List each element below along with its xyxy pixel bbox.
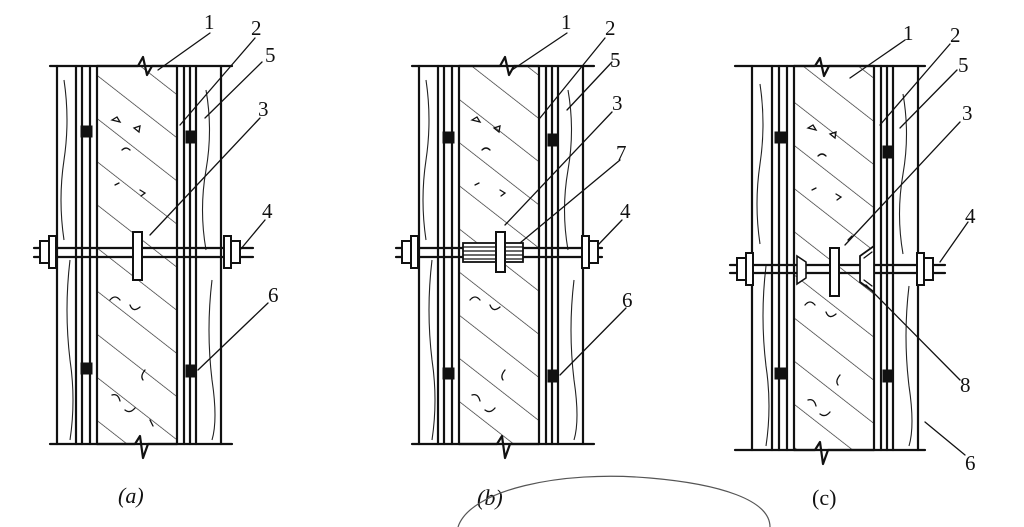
nail-block: [547, 369, 559, 383]
nail-block: [774, 367, 787, 380]
plastic-sleeve: [462, 242, 524, 263]
label-3: 3: [612, 91, 623, 115]
label-4: 4: [262, 199, 273, 223]
label-2: 2: [605, 16, 616, 40]
label-6: 6: [268, 283, 279, 307]
water-stop-plate: [495, 231, 506, 273]
label-2: 2: [251, 16, 262, 40]
timber-wale-left: [750, 64, 781, 452]
tie-bolt: [32, 231, 255, 281]
panel-b: 1 2 5 3 7 4 6 (b): [394, 10, 633, 510]
tie-bolt: [394, 231, 604, 273]
timber-wale-left: [417, 64, 446, 446]
cone-insert-left: [796, 254, 807, 286]
nail-block: [774, 131, 787, 144]
panel-a: 1 2 5 3 4 6 (a): [32, 10, 279, 508]
stray-pencil-mark: [457, 475, 771, 527]
leaders: [844, 39, 969, 456]
water-stop-plate: [132, 231, 143, 281]
nail-block: [547, 133, 559, 147]
label-4: 4: [965, 204, 976, 228]
leaders: [504, 32, 627, 376]
nail-block: [882, 369, 894, 383]
panel-c: 1 2 5 3 4 8 6 (c): [728, 21, 976, 510]
timber-wale-left: [55, 64, 84, 446]
aggregate-marks: [469, 116, 507, 413]
water-stop-plate: [829, 247, 840, 297]
timber-wale-right: [550, 64, 585, 446]
label-3: 3: [962, 101, 973, 125]
label-6: 6: [965, 451, 976, 475]
timber-wale-right: [885, 64, 920, 452]
caption-c: (c): [812, 485, 836, 510]
tie-bolt: [728, 244, 947, 297]
nail-block: [80, 362, 93, 375]
label-2: 2: [950, 23, 961, 47]
caption-a: (a): [118, 483, 144, 508]
label-6: 6: [622, 288, 633, 312]
nail-block: [442, 131, 455, 144]
aggregate-marks: [109, 116, 154, 427]
nail-block: [442, 367, 455, 380]
label-8: 8: [960, 373, 971, 397]
label-5: 5: [958, 53, 969, 77]
label-4: 4: [620, 199, 631, 223]
cone-insert: [859, 244, 875, 294]
label-5: 5: [265, 43, 276, 67]
label-1: 1: [561, 10, 572, 34]
label-7: 7: [616, 141, 627, 165]
nail-block: [882, 145, 894, 159]
timber-wale-right: [188, 64, 223, 446]
nail-block: [185, 130, 197, 144]
label-5: 5: [610, 48, 621, 72]
nail-block: [185, 364, 197, 378]
label-1: 1: [204, 10, 215, 34]
label-1: 1: [903, 21, 914, 45]
leaders: [149, 32, 269, 371]
label-3: 3: [258, 97, 269, 121]
nail-block: [80, 125, 93, 138]
aggregate-marks: [804, 124, 853, 417]
